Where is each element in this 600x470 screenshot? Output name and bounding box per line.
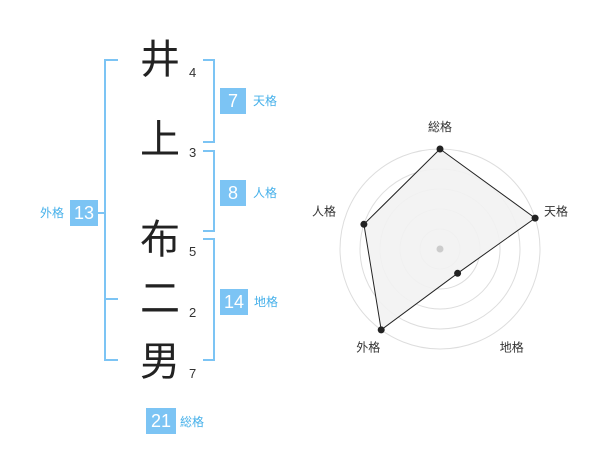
radar-point-1 (436, 145, 444, 153)
stroke-count-2: 3 (189, 145, 197, 160)
char-5: 男 (140, 339, 180, 385)
jinkaku-label: 人格 (253, 186, 278, 200)
radar-axis-label-3: 地格 (500, 340, 524, 355)
gaikaku-connector (96, 212, 106, 214)
char-1: 井 (140, 37, 180, 83)
soukaku-value: 21 (146, 408, 176, 434)
char-4: 二 (140, 276, 180, 322)
radar-center-dot (436, 245, 444, 253)
radar-axis-label-1: 総格 (428, 119, 452, 134)
char-2: 上 (140, 117, 180, 163)
radar-polygon (363, 148, 536, 331)
radar-axis-label-4: 外格 (356, 340, 380, 355)
char-3: 布 (140, 217, 180, 263)
stroke-count-1: 4 (189, 65, 197, 80)
radar-axis-label-2: 天格 (544, 203, 568, 218)
jinkaku-value: 8 (220, 180, 246, 206)
gaikaku-label: 外格 (40, 206, 65, 220)
radar-axis-label-5: 人格 (312, 203, 336, 218)
radar-point-3 (454, 269, 462, 277)
soukaku-label: 総格 (180, 415, 205, 429)
tenkaku-label: 天格 (253, 94, 278, 108)
chikaku-value: 14 (220, 289, 248, 315)
gaikaku-value: 13 (70, 200, 98, 226)
tenkaku-value: 7 (220, 88, 246, 114)
jinkaku-bracket (203, 150, 215, 232)
gaikaku-bracket (104, 59, 118, 361)
chikaku-bracket (203, 238, 215, 361)
chikaku-label: 地格 (254, 295, 279, 309)
tenkaku-bracket (203, 59, 215, 143)
radar-point-5 (360, 220, 368, 228)
radar-point-2 (531, 214, 539, 222)
stroke-count-3: 5 (189, 244, 197, 259)
stroke-count-5: 7 (189, 366, 197, 381)
radar-point-4 (377, 326, 385, 334)
gaikaku-divider (104, 298, 118, 300)
stroke-count-4: 2 (189, 305, 197, 320)
